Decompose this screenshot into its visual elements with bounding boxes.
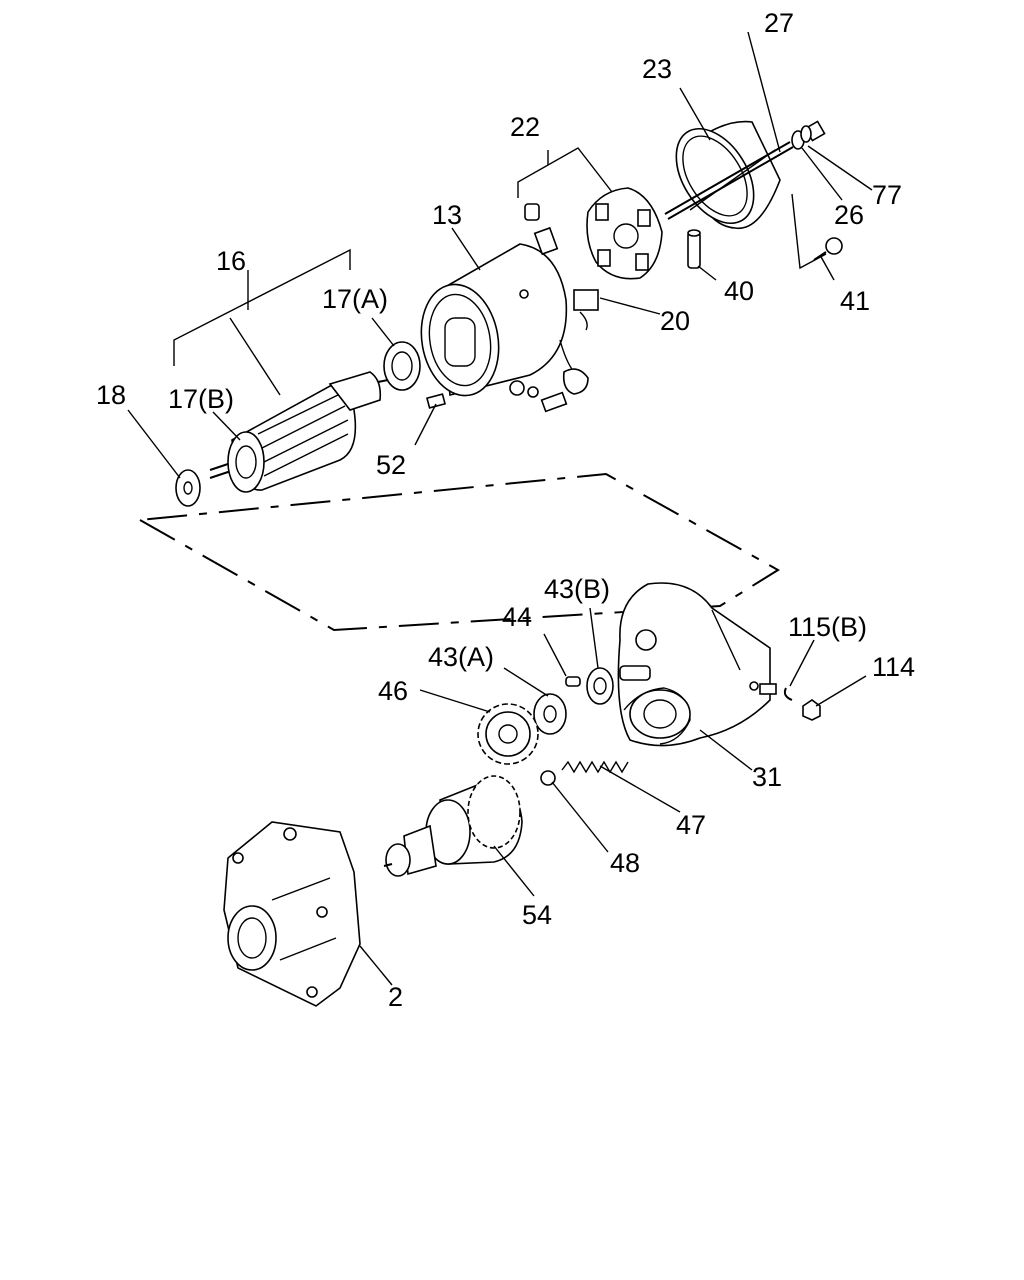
label-17b: 17(B) <box>168 384 234 414</box>
label-54: 54 <box>522 900 552 930</box>
label-20: 20 <box>660 306 690 336</box>
label-115b: 115(B) <box>788 612 867 642</box>
label-77: 77 <box>872 180 902 210</box>
part-2-front-bracket <box>223 821 361 1007</box>
assembly-dash-line <box>139 472 780 632</box>
part-16-armature <box>209 371 389 493</box>
label-40: 40 <box>724 276 754 306</box>
top-leader-lines <box>127 31 873 479</box>
label-41: 41 <box>840 286 870 316</box>
part-114-nut <box>802 699 821 721</box>
part-40-pin <box>687 229 701 269</box>
part-47-spring <box>561 760 629 774</box>
part-43b-bearing <box>586 667 614 705</box>
label-114: 114 <box>872 652 915 682</box>
part-22-brush-holder <box>524 187 663 280</box>
part-labels: 27 23 22 77 26 13 16 40 41 17(A) 20 18 1… <box>96 8 915 1012</box>
part-44-pin <box>565 676 581 687</box>
label-48: 48 <box>610 848 640 878</box>
label-44: 44 <box>502 602 532 632</box>
part-20-lead <box>509 289 599 413</box>
part-54-pinion-clutch <box>383 775 523 877</box>
part-52-plate <box>425 393 447 409</box>
label-23: 23 <box>642 54 672 84</box>
part-115b-clip <box>783 687 793 701</box>
part-17a-bearing <box>383 341 421 391</box>
label-22: 22 <box>510 112 540 142</box>
part-77-nut <box>800 125 812 143</box>
part-41-screw <box>813 237 843 261</box>
part-46-gear <box>477 703 539 765</box>
part-48-ball <box>540 770 556 786</box>
label-43a: 43(A) <box>428 642 494 672</box>
part-13-yoke <box>420 226 568 397</box>
housing-stud <box>759 683 777 695</box>
label-13: 13 <box>432 200 462 230</box>
label-2: 2 <box>388 982 403 1012</box>
label-16: 16 <box>216 246 246 276</box>
label-17a: 17(A) <box>322 284 388 314</box>
label-31: 31 <box>752 762 782 792</box>
label-47: 47 <box>676 810 706 840</box>
label-26: 26 <box>834 200 864 230</box>
bottom-leader-lines <box>359 607 867 986</box>
part-18-washer <box>175 469 201 507</box>
label-27: 27 <box>764 8 794 38</box>
part-23-rear-cover <box>675 120 781 229</box>
label-46: 46 <box>378 676 408 706</box>
part-43a-bearing <box>533 693 567 735</box>
label-18: 18 <box>96 380 126 410</box>
label-43b: 43(B) <box>544 574 610 604</box>
part-31-housing <box>617 582 771 747</box>
label-52: 52 <box>376 450 406 480</box>
